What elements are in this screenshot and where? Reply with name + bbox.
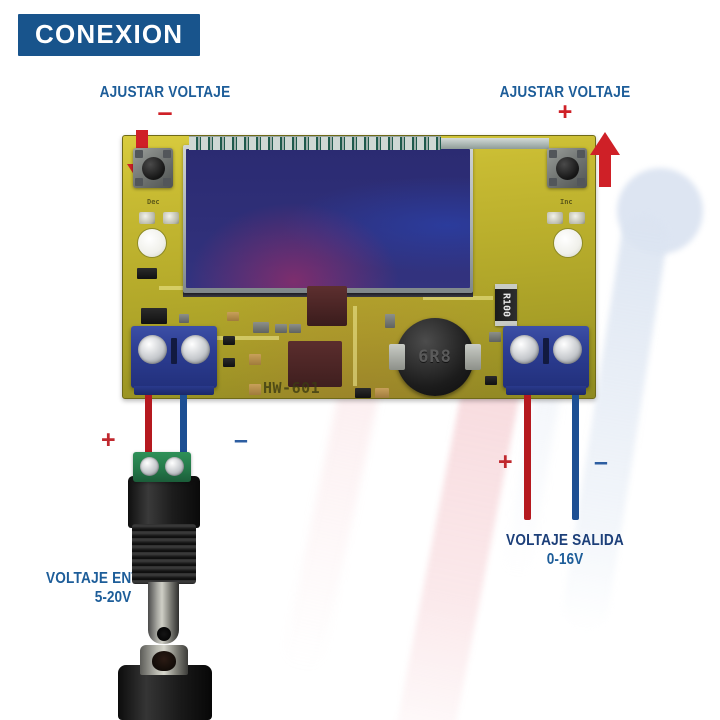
button-increase-voltage[interactable] [547, 148, 587, 188]
dc-plug-barrel [148, 582, 179, 644]
output-voltage-value: 0-16V [546, 550, 584, 568]
lcd-glass [186, 149, 470, 288]
callout-adjust-voltage-up: AJUSTAR VOLTAJE + [440, 84, 690, 126]
inductor-code: 6R8 [418, 347, 452, 367]
minus-sign: – [157, 96, 173, 127]
lcd-display [183, 145, 473, 293]
input-voltage-value: 5-20V [94, 588, 132, 606]
pcb-board: Dec Inc R100 [122, 135, 596, 399]
button-decrease-voltage[interactable] [133, 148, 173, 188]
output-terminal-block[interactable] [503, 326, 589, 395]
output-wire-negative [572, 392, 579, 520]
callout-adjust-voltage-down: AJUSTAR VOLTAJE – [40, 84, 290, 127]
plus-sign: + [557, 97, 573, 126]
adjust-voltage-up-label: AJUSTAR VOLTAJE [499, 84, 631, 101]
terminal-screw[interactable] [510, 335, 539, 364]
dc-plug-body [128, 476, 200, 528]
ic-chip-secondary [307, 286, 347, 326]
terminal-screw[interactable] [181, 335, 210, 364]
output-polarity-plus: + [498, 448, 513, 476]
dc-plug-grip [132, 524, 196, 584]
silkscreen-dec-label: Dec [147, 198, 160, 206]
terminal-screw[interactable] [138, 335, 167, 364]
pin-header-strip-right [441, 138, 549, 149]
arrow-up-icon [590, 132, 620, 187]
callout-output-voltage: VOLTAJE SALIDA 0-16V [460, 532, 670, 569]
green-screw-terminal[interactable] [133, 452, 191, 482]
page-title: CONEXION [35, 19, 184, 49]
dc-jack-ring [140, 645, 188, 675]
input-terminal-block[interactable] [131, 326, 217, 395]
pin-header-strip [189, 136, 441, 150]
output-voltage-label: VOLTAJE SALIDA [506, 532, 624, 549]
input-wire-negative [180, 392, 187, 460]
terminal-screw[interactable] [553, 335, 582, 364]
silkscreen-inc-label: Inc [560, 198, 573, 206]
mounting-hole-right [553, 228, 583, 258]
output-polarity-minus: – [594, 448, 608, 476]
buck-converter-module: Dec Inc R100 [122, 127, 596, 399]
input-wire-positive [145, 392, 152, 460]
adjust-voltage-down-label: AJUSTAR VOLTAJE [99, 84, 231, 101]
silkscreen-model: HW-601 [263, 379, 321, 397]
mounting-hole-left [137, 228, 167, 258]
input-polarity-plus: + [101, 426, 116, 454]
resistor-r100: R100 [495, 284, 517, 326]
input-polarity-minus: – [234, 426, 248, 454]
page-title-banner: CONEXION [18, 14, 201, 56]
power-inductor: 6R8 [389, 318, 481, 396]
output-wire-positive [524, 392, 531, 520]
terminal-screw[interactable] [165, 457, 184, 476]
terminal-screw[interactable] [140, 457, 159, 476]
watermark-blue-circle [617, 168, 703, 254]
